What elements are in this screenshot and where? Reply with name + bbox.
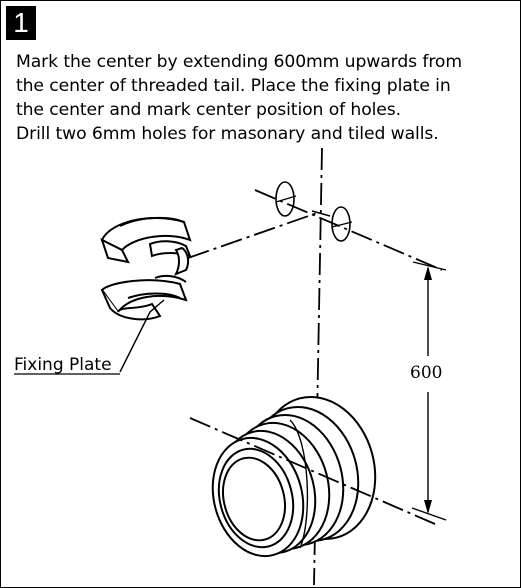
instruction-line-4: Drill two 6mm holes for masonary and til…: [16, 124, 439, 144]
instruction-line-2: the center of threaded tail. Place the f…: [16, 76, 451, 96]
dimension-label: 600: [410, 363, 442, 383]
fixing-plate-leader: [119, 299, 165, 373]
instruction-line-1: Mark the center by extending 600mm upwar…: [16, 52, 462, 72]
right-hole-mark: [331, 206, 353, 242]
fixing-plate-label: Fixing Plate: [14, 355, 112, 375]
fixing-plate-drawing: [100, 216, 192, 321]
instruction-line-3: the center and mark center position of h…: [16, 100, 401, 120]
step-number-badge: 1: [6, 6, 36, 40]
dimension-600: [411, 261, 447, 521]
center-mark: [311, 210, 331, 217]
plate-alignment-line: [187, 211, 321, 259]
left-hole-mark: [275, 181, 297, 217]
pipe-axis-line: [189, 417, 436, 525]
hole-axis-line: [254, 189, 443, 271]
instruction-text: Mark the center by extending 600mm upwar…: [16, 50, 516, 146]
threaded-tail-drawing: [211, 395, 377, 558]
